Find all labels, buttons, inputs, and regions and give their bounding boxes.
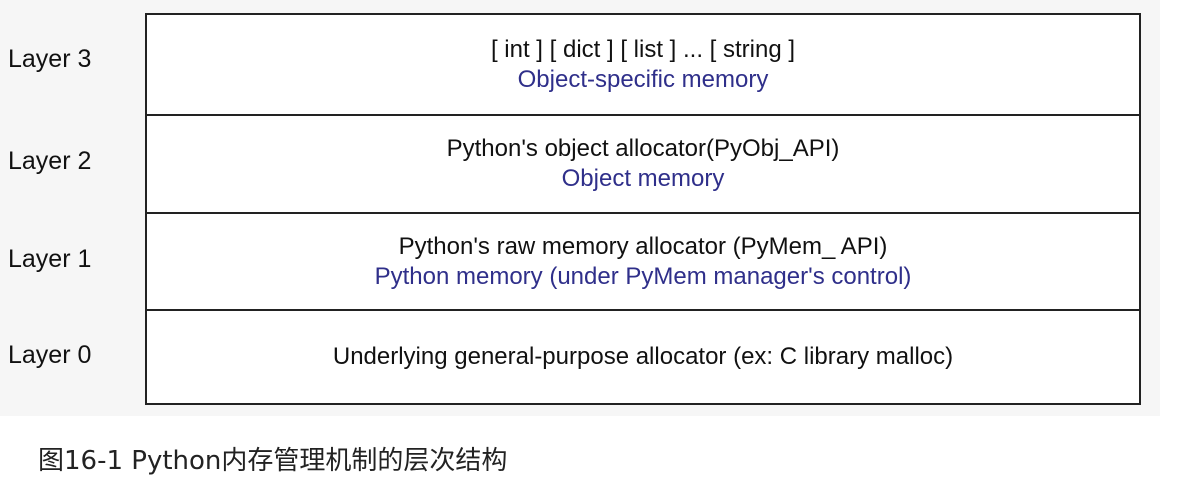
figure-caption: 图16-1 Python内存管理机制的层次结构	[38, 446, 508, 476]
layer-1-main-text: Python's raw memory allocator (PyMem_ AP…	[398, 232, 888, 260]
layer-1-sub-text: Python memory (under PyMem manager's con…	[374, 262, 912, 290]
memory-layer-stack: [ int ] [ dict ] [ list ] ... [ string ]…	[145, 13, 1141, 405]
layer-0-main-text: Underlying general-purpose allocator (ex…	[332, 343, 954, 370]
layer-2-sub-text: Object memory	[561, 165, 725, 192]
layer-3-box: [ int ] [ dict ] [ list ] ... [ string ]…	[147, 15, 1139, 114]
layer-2-main-text: Python's object allocator(PyObj_API)	[446, 135, 840, 162]
layer-1-box: Python's raw memory allocator (PyMem_ AP…	[147, 212, 1139, 309]
layer-1-label: Layer 1	[8, 245, 92, 273]
layer-0-label: Layer 0	[8, 341, 92, 369]
layer-2-box: Python's object allocator(PyObj_API) Obj…	[147, 114, 1139, 212]
layer-3-main-text: [ int ] [ dict ] [ list ] ... [ string ]	[490, 35, 796, 63]
layer-3-label: Layer 3	[8, 45, 92, 73]
layer-3-sub-text: Object-specific memory	[517, 65, 769, 93]
layer-2-label: Layer 2	[8, 147, 92, 175]
diagram-figure: Layer 3 Layer 2 Layer 1 Layer 0 [ int ] …	[8, 13, 1141, 405]
layer-0-box: Underlying general-purpose allocator (ex…	[147, 309, 1139, 403]
